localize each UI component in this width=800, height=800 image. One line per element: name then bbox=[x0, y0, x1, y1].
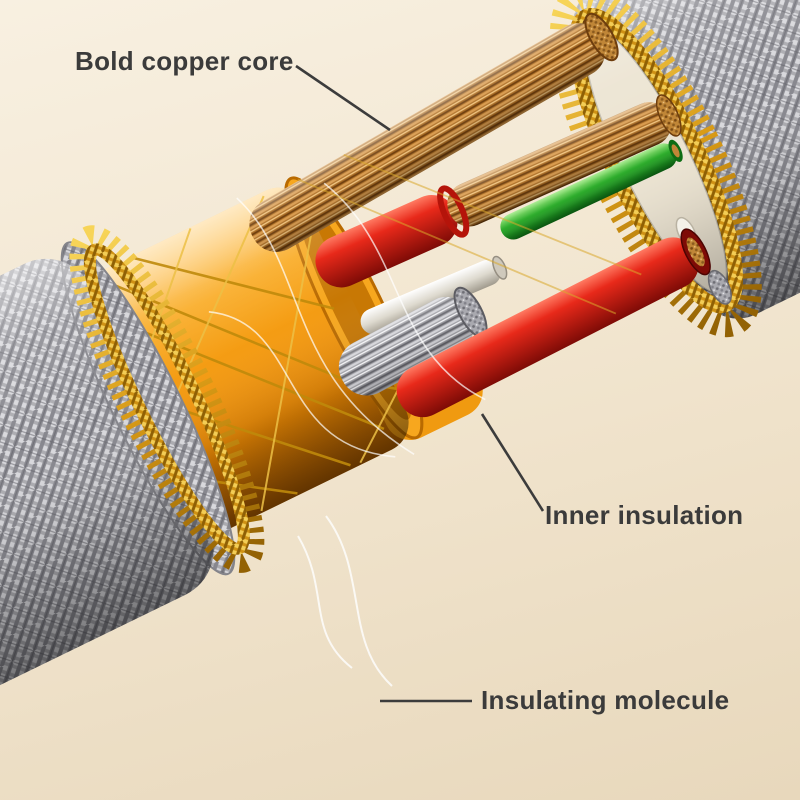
red-wire-lower bbox=[396, 228, 711, 418]
label-insulating-molecule: Insulating molecule bbox=[481, 685, 730, 715]
copper-core-bundle bbox=[249, 12, 619, 252]
gold-filaments-over-wires bbox=[297, 154, 642, 315]
green-wire bbox=[500, 139, 683, 240]
white-wire bbox=[360, 255, 508, 335]
leader-lines bbox=[295, 64, 545, 703]
insulating-molecule-threads bbox=[297, 515, 393, 687]
red-wire-upper bbox=[315, 94, 682, 288]
gold-braid-collar bbox=[69, 225, 265, 573]
label-inner-insulation: Inner insulation bbox=[545, 500, 744, 530]
leader-line-copper-core bbox=[295, 64, 391, 132]
gold-filament-strands bbox=[81, 256, 464, 495]
label-bold-copper-core: Bold copper core bbox=[75, 46, 294, 76]
silver-strand-bundle bbox=[338, 286, 488, 396]
leader-line-inner-insulation bbox=[480, 413, 545, 512]
white-filaments bbox=[208, 182, 486, 458]
outer-jacket-left bbox=[0, 225, 265, 778]
